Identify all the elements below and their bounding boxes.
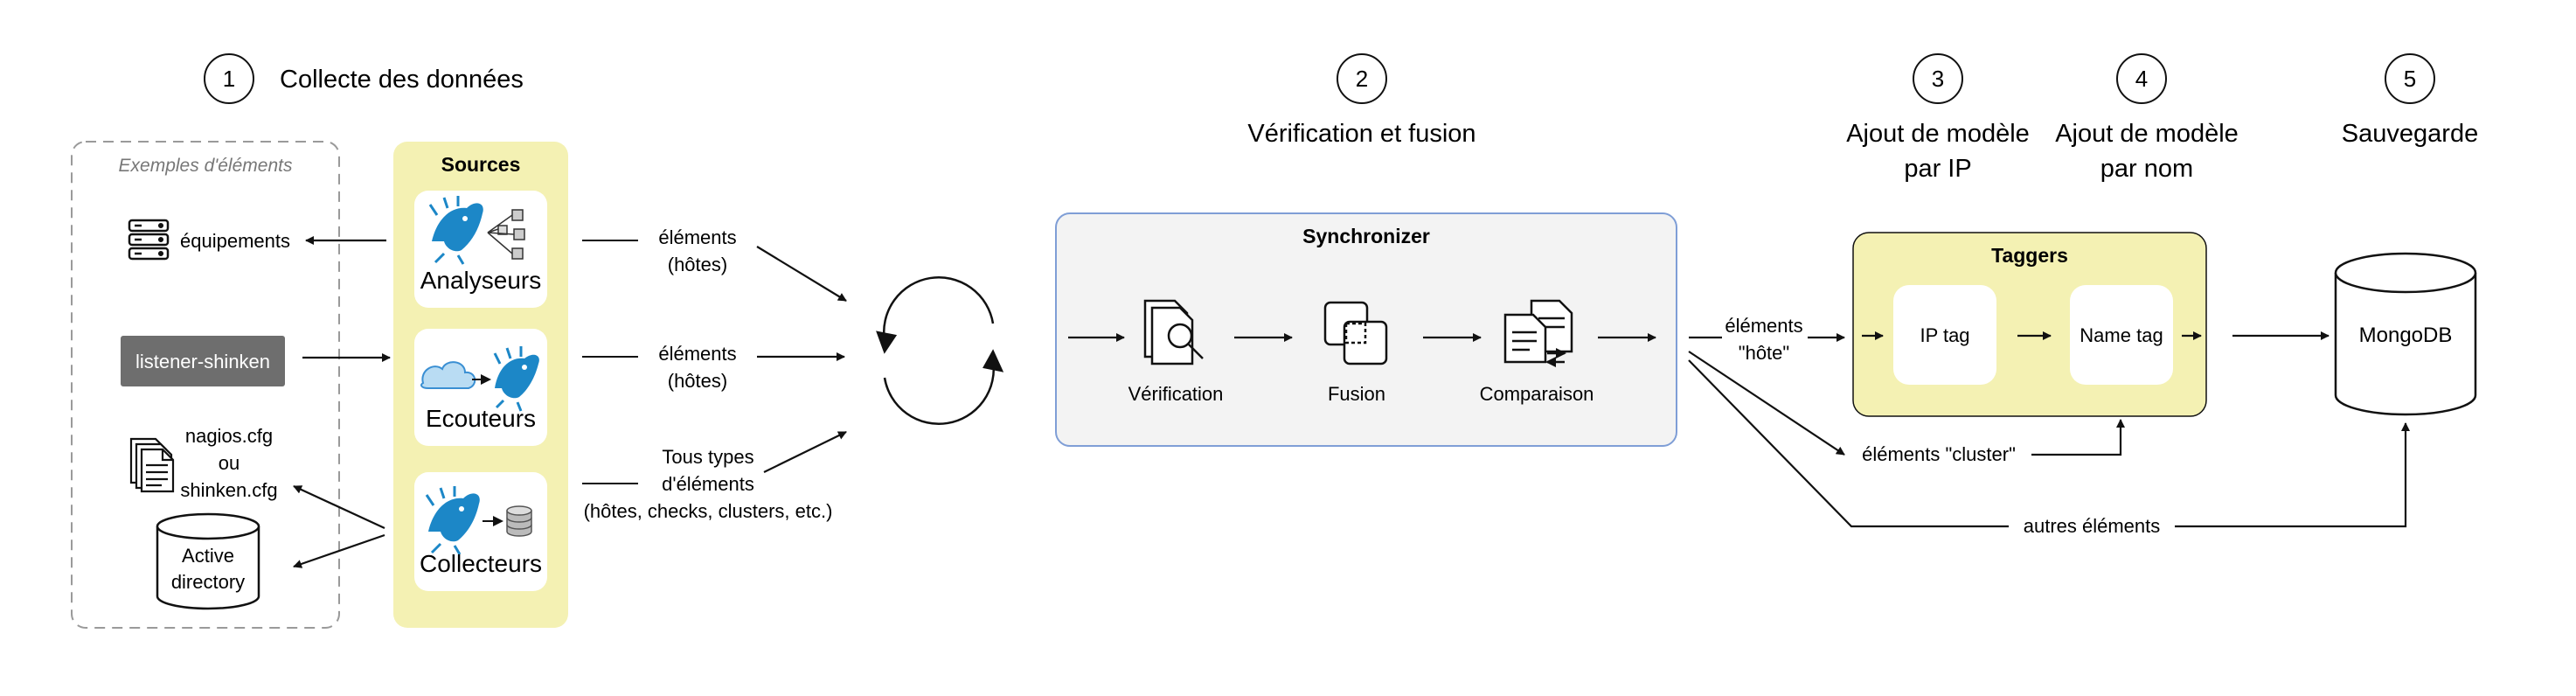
name-tag-box [2070, 285, 2173, 385]
server-icon [128, 219, 170, 261]
cfg-label-line-2: ou [219, 452, 240, 474]
source-card-analyseurs: Analyseurs [414, 191, 547, 308]
source-analyseurs-label: Analyseurs [420, 267, 542, 294]
arrow-autres-to-mongodb [2175, 422, 2410, 528]
examples-panel: Exemples d'éléments équipements listener… [71, 141, 340, 629]
sync-step-comparaison-label: Comparaison [1480, 383, 1594, 405]
cfg-label-line-1: nagios.cfg [185, 425, 273, 447]
flow-analyseurs-line-2: (hôtes) [668, 254, 727, 275]
shinken-monster-icon [428, 196, 483, 265]
file-stack-icon [129, 437, 175, 493]
ip-tag-label: IP tag [1920, 324, 1969, 346]
examples-arrows [293, 236, 391, 568]
examples-title: Exemples d'éléments [119, 156, 293, 176]
arrow-cluster [1688, 351, 1845, 456]
source-ecouteurs-label: Ecouteurs [426, 405, 536, 432]
cfg-label-line-3: shinken.cfg [180, 479, 277, 501]
examples-frame [71, 141, 340, 629]
step-3-number-circle [1913, 53, 1963, 104]
flow-ecouteurs-line-2: (hôtes) [668, 370, 727, 392]
taggers-panel: Taggers IP tag Name tag [1852, 232, 2207, 417]
step-1-number: 1 [223, 66, 235, 92]
step-3-header: 3 Ajout de modèle par IP [1846, 53, 2030, 183]
step-5-header: 5 Sauvegarde [2342, 53, 2478, 148]
flow-analyseurs: éléments (hôtes) [582, 226, 847, 302]
database-icon [506, 505, 532, 537]
step-4-number: 4 [2135, 66, 2148, 92]
active-directory-line-2: directory [171, 571, 245, 593]
listener-shinken-box [121, 336, 285, 386]
name-tag-label: Name tag [2080, 324, 2163, 346]
arrow-to-active-directory [293, 533, 385, 568]
step-5-number: 5 [2404, 66, 2416, 92]
ip-tag-box [1893, 285, 1996, 385]
step-1-title: Collecte des données [280, 66, 524, 94]
equipements-label: équipements [180, 230, 290, 252]
flow-collecteurs-arrow [763, 431, 847, 473]
synchronizer-title: Synchronizer [1302, 225, 1430, 247]
flow-collecteurs-line-1: Tous types [662, 446, 753, 468]
step-3-title-line-2: par IP [1904, 155, 1971, 183]
network-tree-icon [487, 209, 525, 260]
cloud-icon [420, 361, 476, 389]
taggers-title: Taggers [1991, 244, 2068, 267]
output-cluster-label: éléments "cluster" [1862, 443, 2016, 465]
source-card-ecouteurs: Ecouteurs [414, 329, 547, 446]
arrow-to-cfg [293, 485, 385, 529]
synchronizer-panel: Synchronizer Vérification Fusion [1055, 212, 1677, 447]
step-5-number-circle [2385, 53, 2435, 104]
step-2-header: 2 Vérification et fusion [1247, 53, 1476, 148]
flow-ecouteurs-line-1: éléments [658, 343, 736, 365]
step-4-title-line-1: Ajout de modèle [2055, 120, 2239, 148]
verification-icon [1143, 299, 1204, 365]
flow-ecouteurs: éléments (hôtes) [582, 343, 845, 392]
listener-shinken-label: listener-shinken [135, 351, 270, 372]
arrow-autres [1688, 359, 2009, 528]
step-2-number: 2 [1356, 66, 1368, 92]
sources-panel: Sources Analyseurs [393, 142, 568, 628]
output-autres-label: autres éléments [2024, 515, 2161, 537]
compare-icon [1503, 299, 1573, 367]
step-2-number-circle [1337, 53, 1387, 104]
arrow-cluster-to-name-tag [2031, 419, 2125, 456]
active-directory-line-1: Active [182, 545, 234, 567]
merge-icon [1323, 301, 1388, 365]
step-1-header: 1 Collecte des données [204, 53, 524, 104]
step-2-title: Vérification et fusion [1247, 120, 1475, 148]
source-collecteurs-label: Collecteurs [420, 550, 542, 577]
cycle-icon [876, 276, 1004, 425]
step-1-number-circle [204, 53, 254, 104]
source-card-collecteurs: Collecteurs [414, 472, 547, 591]
flow-collecteurs-line-2: d'éléments [662, 473, 754, 495]
step-4-number-circle [2116, 53, 2167, 104]
mongodb-label: MongoDB [2359, 324, 2453, 347]
step-3-number: 3 [1932, 66, 1944, 92]
step-4-title-line-2: par nom [2100, 155, 2193, 183]
step-5-title: Sauvegarde [2342, 120, 2478, 148]
flow-collecteurs-line-3: (hôtes, checks, clusters, etc.) [584, 500, 833, 522]
flow-analyseurs-arrow [756, 246, 847, 302]
step-3-title-line-1: Ajout de modèle [1846, 120, 2030, 148]
shinken-monster-icon [425, 486, 480, 555]
shinken-monster-icon [493, 346, 539, 412]
sync-step-fusion-label: Fusion [1328, 383, 1385, 405]
sync-step-verification-label: Vérification [1128, 383, 1224, 405]
output-hote-line-1: éléments [1725, 315, 1802, 337]
output-hote-line-2: "hôte" [1739, 342, 1789, 364]
flow-collecteurs: Tous types d'éléments (hôtes, checks, cl… [582, 431, 847, 522]
sources-title: Sources [441, 153, 521, 176]
flow-analyseurs-line-1: éléments [658, 226, 736, 248]
step-4-header: 4 Ajout de modèle par nom [2055, 53, 2239, 183]
mongodb-cylinder [2334, 252, 2477, 416]
active-directory-cylinder [156, 512, 260, 610]
output-flows [1688, 333, 2410, 528]
